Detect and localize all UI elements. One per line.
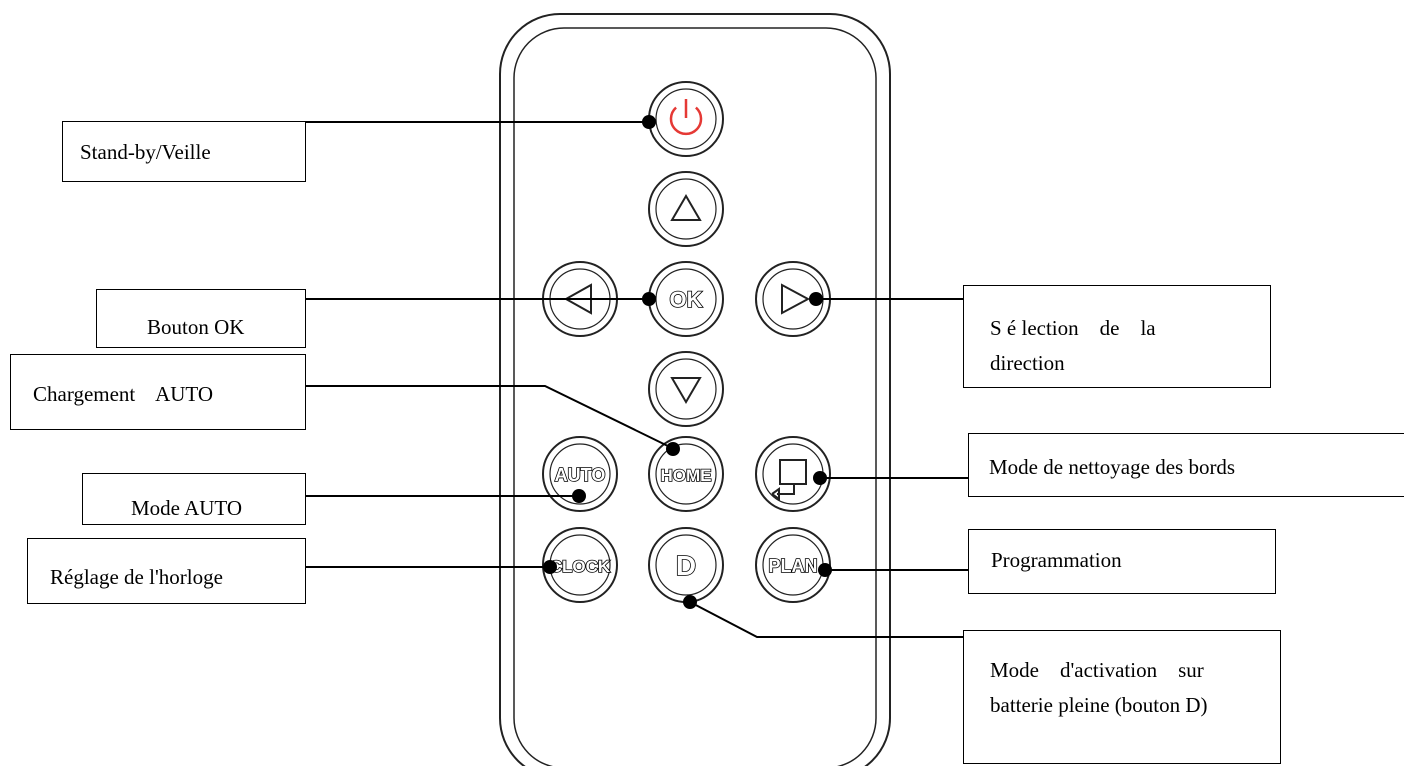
leader-charging [305,385,673,449]
plan-button[interactable]: PLAN [755,527,831,603]
dot-ok [642,292,656,306]
callout-standby-text: Stand-by/Veille [80,140,211,164]
plan-button-label: PLAN [769,556,818,576]
callout-ok: Bouton OK [96,289,306,348]
edge-cleaning-button[interactable] [755,436,831,512]
callout-auto-mode: Mode AUTO [82,473,306,525]
edge-cleaning-icon [771,459,807,501]
callout-direction: S é lection de la direction [963,285,1271,388]
leader-activation [689,601,963,638]
callout-clock-text: Réglage de l'horloge [50,565,223,589]
home-button[interactable]: HOME [648,436,724,512]
dot-edge-cleaning [813,471,827,485]
callout-programming-text: Programmation [991,548,1122,572]
callout-direction-text-2: direction [990,351,1065,375]
leader-lines [305,121,968,638]
dot-auto-mode [572,489,586,503]
home-button-label: HOME [661,466,712,485]
callout-edge-cleaning-text: Mode de nettoyage des bords [989,455,1236,479]
right-arrow-icon [781,283,811,315]
up-button[interactable] [648,171,724,247]
callout-auto-mode-text: Mode AUTO [131,496,243,520]
callout-standby: Stand-by/Veille [62,121,306,182]
callout-activation-text-1: Mode d'activation sur [990,658,1204,682]
callout-direction-text-1: S é lection de la [990,316,1156,340]
d-button[interactable]: D [648,527,724,603]
down-button[interactable] [648,351,724,427]
dot-clock [543,560,557,574]
power-button[interactable] [648,81,724,157]
ok-button[interactable]: OK [648,261,724,337]
callout-ok-text: Bouton OK [147,315,245,339]
dot-direction [809,292,823,306]
dot-charging [666,442,680,456]
ok-button-label: OK [670,287,703,312]
callout-activation: Mode d'activation sur batterie pleine (b… [963,630,1281,764]
clock-button-label: CLOCK [550,557,611,576]
clock-button[interactable]: CLOCK [542,527,618,603]
callout-activation-text-2: batterie pleine (bouton D) [990,693,1208,717]
leader-dots [543,115,832,609]
power-icon [669,99,703,136]
callout-clock: Réglage de l'horloge [27,538,306,604]
callout-edge-cleaning: Mode de nettoyage des bords [968,433,1404,497]
dot-standby [642,115,656,129]
callout-charging-text: Chargement AUTO [33,382,214,406]
callout-charging: Chargement AUTO [10,354,306,430]
down-arrow-icon [670,377,702,404]
d-button-label: D [676,550,696,581]
auto-button[interactable]: AUTO [542,436,618,512]
dot-activation [683,595,697,609]
dot-programming [818,563,832,577]
callout-programming: Programmation [968,529,1276,594]
up-arrow-icon [670,194,702,221]
auto-button-label: AUTO [555,465,606,485]
